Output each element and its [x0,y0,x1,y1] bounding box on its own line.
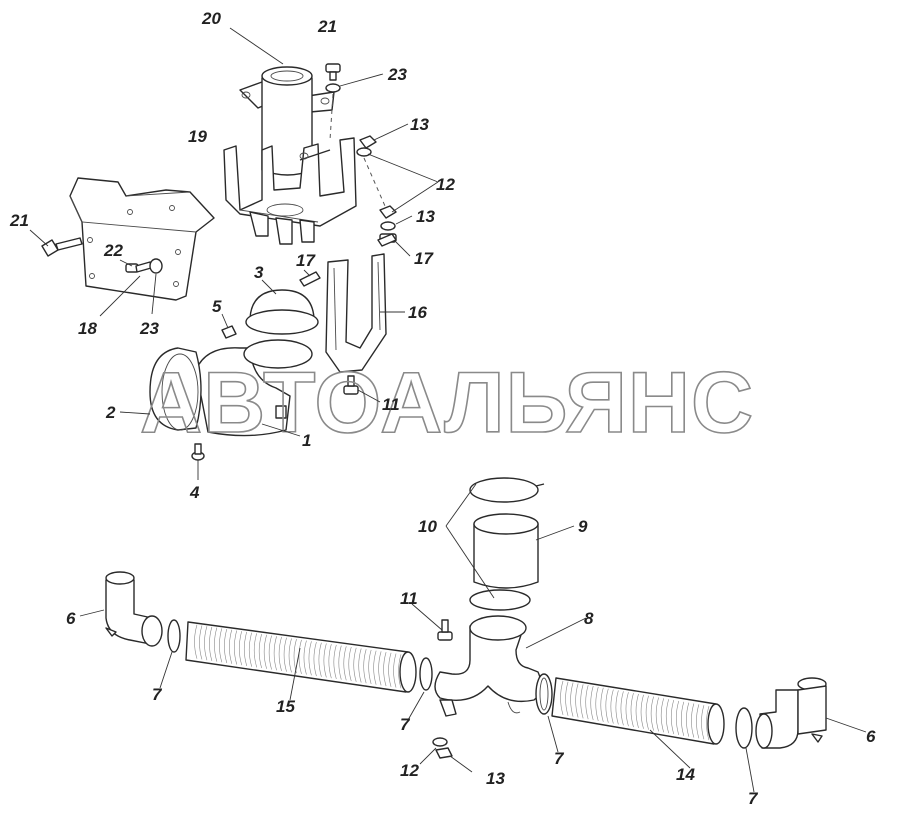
part-15-hose-left [185,621,417,693]
callout-11: 11 [382,395,400,414]
part-4-bolt [191,443,205,461]
part-8-y-junction [434,615,542,717]
callout-labels: 20 21 23 19 13 12 13 17 21 22 18 23 3 17… [9,9,876,808]
callout-13: 13 [486,769,505,788]
callout-21: 21 [9,211,29,230]
part-3-cap [245,289,319,335]
part-7-clamp-d [735,707,753,749]
callout-6: 6 [866,727,876,746]
watermark: АВТОАЛЬЯНС [140,355,754,451]
callout-3: 3 [254,263,264,282]
callout-7: 7 [554,749,565,768]
part-2-clamp [149,347,202,431]
part-21-bolt-top [325,63,341,141]
callout-4: 4 [189,483,200,502]
part-9-filter-cylinder [473,513,539,589]
callout-5: 5 [212,297,222,316]
part-21-bolt-left [41,237,83,257]
part-7-clamp-c [535,673,553,715]
part-7-clamp-b [419,657,433,691]
callout-23: 23 [387,65,407,84]
callout-12: 12 [400,761,419,780]
part-19-bracket-housing [223,137,357,245]
part-18-shield-plate [69,177,215,301]
leader-lines [29,27,867,793]
part-10-ring-bottom [469,589,531,611]
part-20-intake-pipe [239,66,335,176]
callout-18: 18 [78,319,97,338]
callout-6: 6 [66,609,76,628]
callout-9: 9 [578,517,588,536]
callout-16: 16 [408,303,427,322]
callout-17: 17 [414,249,434,268]
part-11-bolt-lower [437,619,453,641]
part-5-bolt [221,325,237,339]
callout-12: 12 [436,175,455,194]
callout-13: 13 [410,115,429,134]
part-7-clamp-a [167,619,181,653]
callout-23: 23 [139,319,159,338]
part-10-ring-top [469,477,545,503]
part-6-elbow-right [755,677,827,749]
part-6-elbow-left [105,571,163,647]
callout-15: 15 [276,697,295,716]
part-17-pin-middle [299,271,321,287]
callout-11: 11 [400,589,418,608]
callout-17: 17 [296,251,316,270]
callout-14: 14 [676,765,695,784]
part-13-12-nuts-washers [356,135,397,243]
callout-2: 2 [105,403,116,422]
part-16-strap [325,253,387,373]
part-17-pin-right [377,233,397,247]
callout-13: 13 [416,207,435,226]
part-23-washer [149,258,163,274]
part-11-bolt-middle [343,375,359,395]
callout-22: 22 [103,241,123,260]
callout-8: 8 [584,609,594,628]
callout-7: 7 [152,685,163,704]
callout-7: 7 [748,789,759,808]
callout-7: 7 [400,715,411,734]
part-1-elbow-body [195,339,313,437]
part-12-13-lower-fasteners [432,737,453,759]
callout-19: 19 [188,127,207,146]
callout-20: 20 [201,9,221,28]
callout-10: 10 [418,517,437,536]
callout-1: 1 [302,431,311,450]
callout-21: 21 [317,17,337,36]
part-14-hose-right [551,677,725,745]
